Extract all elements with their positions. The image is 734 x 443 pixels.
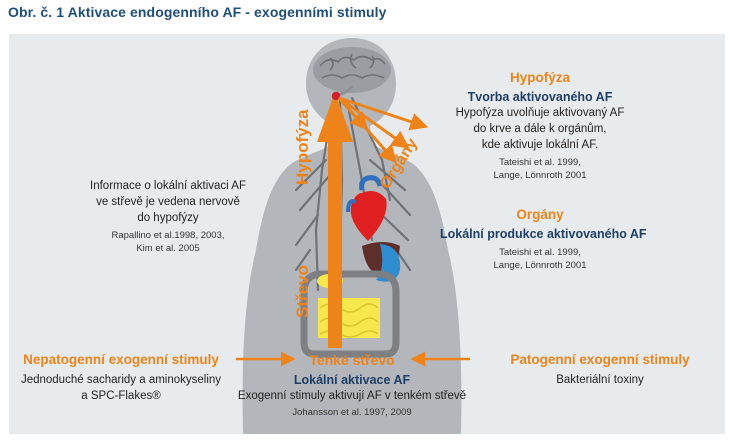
hypofyza-line: kde aktivuje lokální AF.: [481, 139, 599, 151]
left-note-ref: Kim et al. 2005: [136, 243, 200, 254]
left-note-line: do hypofýzy: [137, 212, 199, 224]
pathogen-heading: Patogenní exogenní stimuly: [510, 352, 690, 367]
hypofyza-heading: Hypofýza: [509, 70, 570, 85]
label-hypofyza-vertical: Hypofýza: [293, 109, 312, 185]
pituitary-dot: [331, 91, 341, 101]
hypofyza-ref: Tateishi et al. 1999,: [499, 157, 581, 168]
organy-ref: Tateishi et al. 1999,: [499, 247, 581, 258]
small-intestine-heading: Tenké střevo: [309, 352, 395, 368]
local-activation-line: Exogenní stimuly aktivují AF v tenkém st…: [237, 390, 467, 402]
hypofyza-ref: Lange, Lönnroth 2001: [493, 170, 587, 181]
human-silhouette: [242, 38, 462, 434]
gut-to-pituitary-arrowhead: [317, 92, 353, 142]
organy-box: Orgány Lokální produkce aktivovaného AF …: [440, 207, 647, 272]
gut-to-pituitary-arrow: [328, 140, 342, 348]
organy-heading: Orgány: [516, 207, 564, 222]
left-note-line: Informace o lokální aktivaci AF: [90, 180, 246, 192]
pathogen-block: Patogenní exogenní stimuly Bakteriální t…: [480, 352, 720, 388]
left-note: Informace o lokální aktivaci AF ve střev…: [62, 178, 274, 255]
organy-subheading: Lokální produkce aktivovaného AF: [440, 227, 647, 241]
hypofyza-box: Hypofýza Tvorba aktivovaného AF Hypofýza…: [440, 70, 640, 182]
heart-icon: [346, 175, 387, 241]
nonpathogen-block: Nepatogenní exogenní stimuly Jednoduché …: [10, 352, 232, 404]
nonpathogen-heading: Nepatogenní exogenní stimuly: [23, 352, 219, 367]
hypofyza-subheading: Tvorba aktivovaného AF: [467, 90, 613, 104]
pituitary-to-organs-arrows: [337, 96, 429, 164]
small-intestine-block: Tenké střevo Lokální aktivace AF Exogenn…: [232, 352, 472, 419]
left-note-ref: Rapallino et al.1998, 2003,: [111, 230, 225, 241]
hypofyza-line: Hypofýza uvolňuje aktivovaný AF: [455, 107, 625, 119]
local-activation-ref: Johansson et al. 1997, 2009: [292, 407, 412, 418]
figure-title: Obr. č. 1 Aktivace endogenního AF - exog…: [8, 4, 387, 20]
nonpathogen-line: a SPC-Flakes®: [81, 390, 161, 402]
label-strevo-vertical: Střevo: [293, 265, 312, 318]
left-note-line: ve střevě je vedena nervově: [96, 196, 240, 208]
nonpathogen-line: Jednoduché sacharidy a aminokyseliny: [20, 374, 222, 386]
local-activation-subheading: Lokální aktivace AF: [293, 373, 411, 387]
organy-ref: Lange, Lönnroth 2001: [493, 260, 587, 271]
pathogen-line: Bakteriální toxiny: [556, 374, 644, 386]
hypofyza-line: do krve a dále k orgánům,: [473, 123, 607, 135]
